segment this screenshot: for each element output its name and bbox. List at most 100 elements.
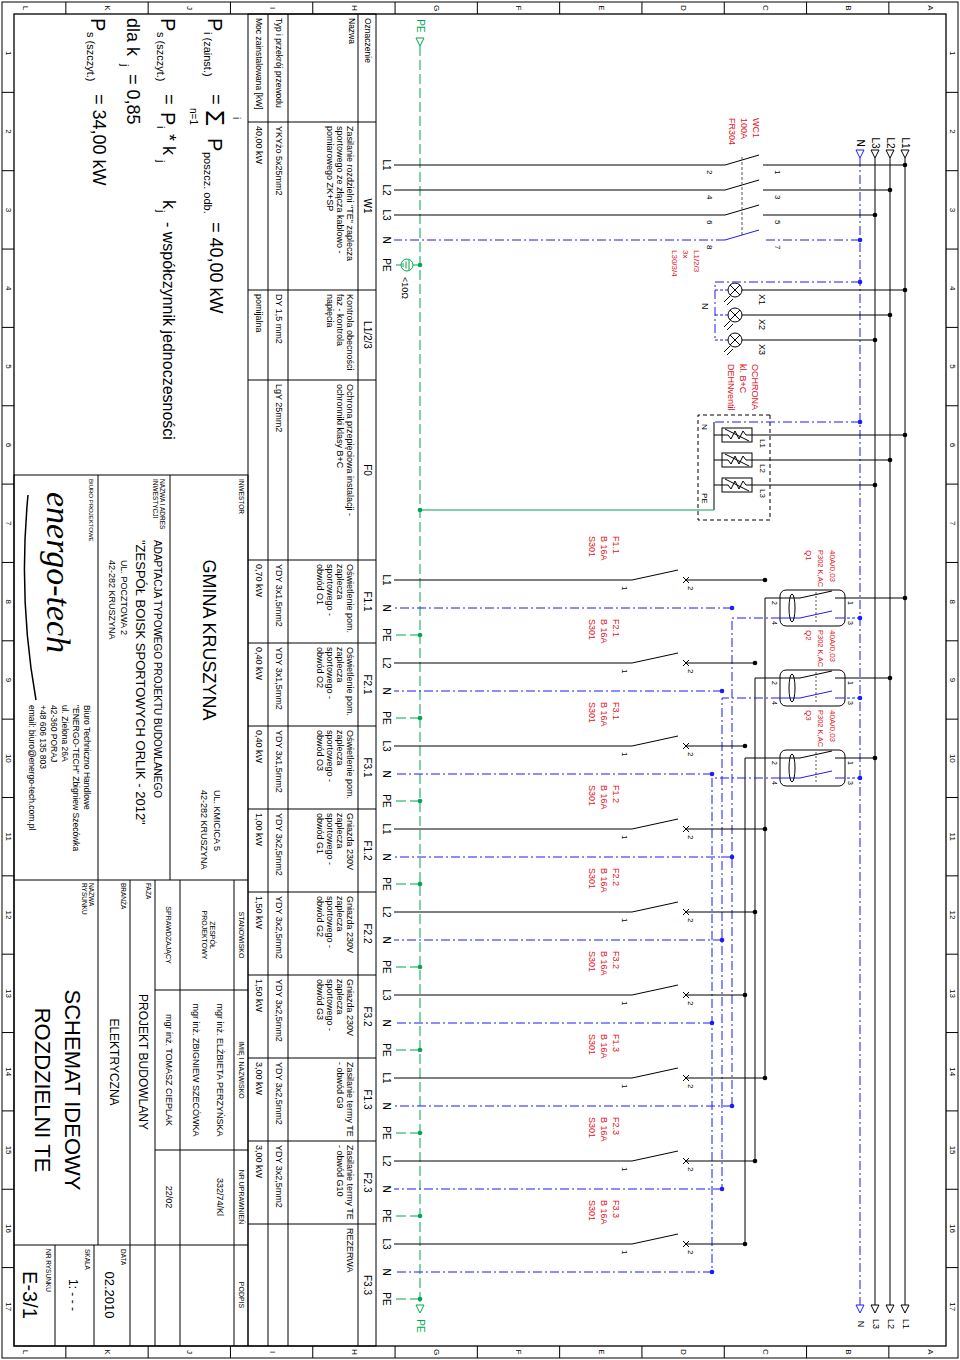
table-rule — [248, 1224, 376, 1225]
terminal-label: N — [381, 1185, 392, 1192]
device-data: B 16A — [598, 868, 608, 893]
continuation-arrow — [856, 150, 864, 158]
formula-text: s (szczyt.) — [85, 32, 97, 82]
terminal-label: N — [381, 936, 392, 943]
terminal-number: 3 — [846, 621, 854, 625]
grid-tick — [946, 719, 958, 720]
grid-tick — [641, 2, 642, 14]
grid-reference: 7 — [4, 521, 13, 525]
grid-reference: C — [761, 5, 770, 11]
terminal-number: 5 — [773, 220, 782, 224]
grid-tick — [312, 1346, 313, 1358]
grid-reference: K — [103, 1349, 112, 1354]
table-cell: F3.3 — [362, 1275, 373, 1295]
surge-arrester — [722, 478, 752, 492]
terminal-label: N — [381, 853, 392, 860]
table-cell: YDY 3x1,5mm2 — [273, 647, 283, 710]
terminal-label: N — [700, 424, 709, 430]
title-block-text: PODPIS — [237, 1282, 245, 1308]
table-cell: F2.3 — [362, 1172, 373, 1192]
surge-arrester — [725, 454, 749, 466]
grid-tick — [946, 484, 958, 485]
table-rule — [248, 1141, 376, 1142]
terminal-label: PE — [381, 1209, 392, 1222]
formula-text: Σ — [201, 110, 230, 126]
table-cell: YKYżo 5x25mm2 — [273, 126, 283, 196]
device-designation: WC1 — [750, 118, 760, 138]
grid-reference: F — [514, 6, 523, 11]
grid-reference: 6 — [948, 443, 957, 447]
title-block-text: FAZA — [145, 883, 152, 899]
grid-reference: 6 — [4, 443, 13, 447]
wire — [686, 1161, 755, 1162]
terminal-label: PE — [381, 960, 392, 973]
grid-reference: 17 — [948, 1302, 957, 1311]
wire — [835, 618, 845, 619]
table-cell: Gniazda 230V zaplecza sportowego - obwód… — [314, 896, 354, 971]
wire — [686, 912, 755, 913]
terminal-label: N — [381, 236, 392, 243]
device-designation: F3.3 — [610, 1200, 620, 1218]
title-block-text: SPRAWDZAJĄCY — [164, 906, 172, 963]
formula-text: s (szczyt.) — [155, 32, 167, 82]
formula-text: poszcz. odb. — [202, 152, 214, 214]
device-data: 100A — [738, 118, 748, 139]
device-designation: F2.3 — [610, 1117, 620, 1135]
terminal-number: 2 — [770, 601, 778, 605]
wire — [763, 240, 860, 241]
grid-reference: 17 — [4, 1302, 13, 1311]
lamp-symbol — [730, 310, 740, 320]
device-designation: Q3 — [804, 710, 813, 721]
table-cell: Gniazda 230V zaplecza sportowego - obwód… — [314, 813, 354, 888]
wire — [742, 340, 875, 341]
mcb-symbol — [683, 1241, 689, 1247]
terminal-number: 4 — [770, 621, 778, 625]
grid-tick — [148, 1346, 149, 1358]
grid-reference: A — [926, 1349, 935, 1354]
wire — [845, 758, 875, 759]
grid-tick — [230, 1346, 231, 1358]
wire — [686, 995, 745, 996]
table-cell: L1/2/3 — [362, 321, 373, 349]
mcb-symbol — [632, 1068, 678, 1078]
device-data: S301 — [586, 1200, 596, 1221]
grid-reference: 11 — [948, 833, 957, 841]
table-cell: Zasilanie termy TE - obwód G9 — [334, 1062, 354, 1137]
device-data: 40A/0,03 — [828, 550, 837, 582]
table-cell: 0,40 kW — [253, 730, 263, 763]
wire-label: N — [699, 303, 709, 310]
table-cell: F1.3 — [362, 1089, 373, 1109]
grid-reference: K — [103, 5, 112, 10]
surge-arrester — [722, 428, 752, 442]
wire — [686, 580, 765, 581]
sub-busbar — [732, 618, 780, 1106]
table-rule — [248, 122, 376, 123]
grid-reference: I — [267, 1351, 276, 1353]
mcb-symbol — [683, 826, 689, 832]
light-arrow — [724, 296, 730, 302]
grid-reference: 15 — [948, 1146, 957, 1155]
table-cell: F1.1 — [362, 591, 373, 611]
wire — [394, 1244, 632, 1245]
formula-text: = 0,85 — [122, 74, 142, 125]
grid-tick — [230, 2, 231, 14]
grid-tick — [312, 2, 313, 14]
device-data: P302 K,AC — [816, 550, 824, 587]
junction-dot — [418, 508, 423, 513]
earth-symbol — [403, 263, 404, 267]
terminal-label: L2 — [381, 184, 392, 195]
bus-label: N — [855, 1321, 865, 1328]
wire — [714, 460, 722, 461]
grid-tick — [2, 405, 14, 406]
device-designation: F1.2 — [610, 785, 620, 803]
bus-label: L2 — [885, 1319, 895, 1329]
wire — [394, 884, 420, 885]
grid-tick — [946, 170, 958, 171]
wire — [752, 485, 875, 486]
wire — [763, 190, 890, 191]
terminal-number: 6 — [705, 220, 714, 224]
light-arrow — [727, 299, 733, 305]
table-cell: LgY 25mm2 — [273, 384, 283, 432]
device-designation: F3.2 — [610, 951, 620, 969]
